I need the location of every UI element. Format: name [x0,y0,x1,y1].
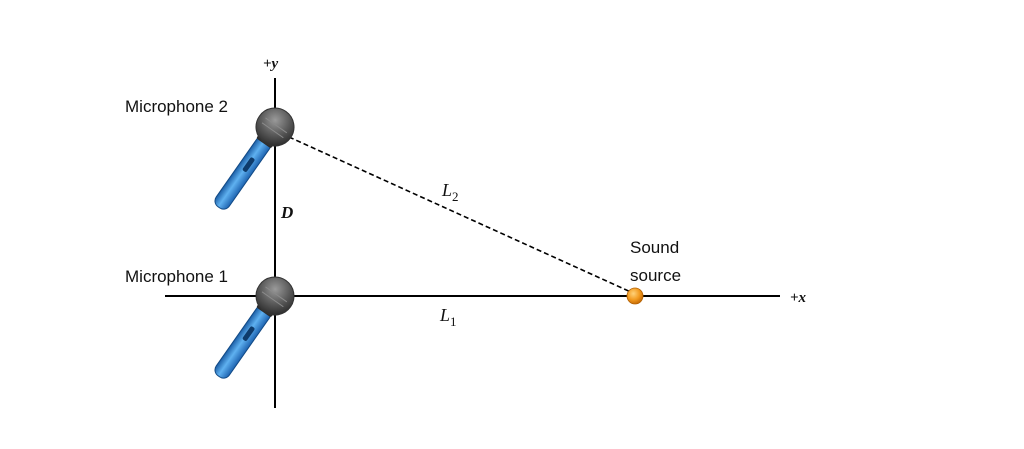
d-label: D [280,203,293,222]
microphone-icon [214,107,295,210]
sound-source-label-line1: Sound [630,238,679,257]
l2-label-sub: 2 [452,189,459,204]
l1-label-main: L [439,305,450,325]
x-axis-label: +x [790,290,807,306]
sound-source-dot [626,287,644,305]
microphone-1-label: Microphone 1 [125,267,228,286]
microphone-2-label: Microphone 2 [125,97,228,116]
l2-path-line [288,136,634,294]
l2-label: L2 [441,180,459,204]
l1-label-sub: 1 [450,314,457,329]
l2-label-main: L [441,180,452,200]
microphone-1 [214,276,295,379]
sound-source-label-line2: source [630,266,681,285]
microphone-2 [214,107,295,210]
l1-label: L1 [439,305,457,329]
microphone-icon [214,276,295,379]
y-axis-label: +y [263,56,279,72]
